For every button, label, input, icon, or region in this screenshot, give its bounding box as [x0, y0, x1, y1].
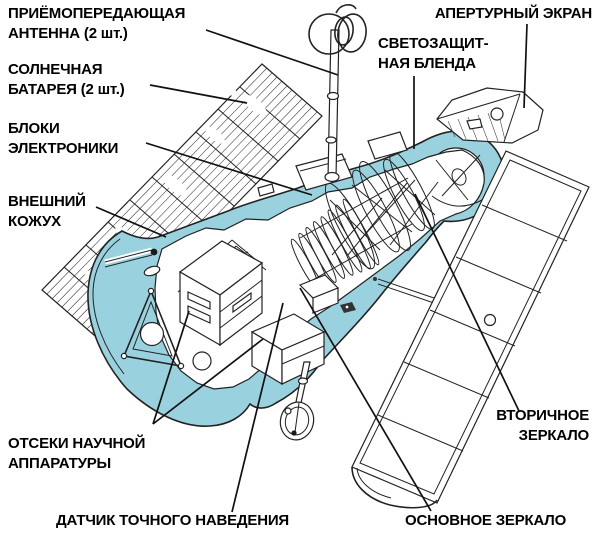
science-instrument-boxes [178, 240, 340, 386]
secondary-mirror-baffle [431, 154, 483, 207]
baffle-rings [324, 150, 435, 270]
equipment-bay-doors [257, 131, 408, 197]
label-transceiver-antenna: ПРИЁМОПЕРЕДАЮЩАЯ АНТЕННА (2 шт.) [8, 4, 185, 43]
right-solar-panel [351, 150, 590, 509]
panel-support-rod [377, 278, 435, 304]
label-line: БЛОКИ [8, 120, 60, 137]
cutaway-interior [104, 131, 485, 390]
leader-fine-guidance-sensor [231, 302, 284, 513]
door-hole [490, 107, 504, 121]
label-line: АППАРАТУРЫ [8, 454, 111, 472]
label-secondary-mirror: ВТОРИЧНОЕ ЗЕРКАЛО [496, 406, 589, 445]
label-line: ПРИЁМОПЕРЕДАЮЩАЯ [8, 5, 186, 22]
label-light-shield: СВЕТОЗАЩИТ- НАЯ БЛЕНДА [378, 34, 489, 73]
lower-band-fitting [340, 277, 377, 313]
label-line: ЭЛЕКТРОНИКИ [8, 139, 119, 157]
label-line: НАЯ БЛЕНДА [378, 54, 476, 72]
inner-tube-lines [299, 177, 413, 287]
label-line: ОСНОВНОЕ ЗЕРКАЛО [405, 512, 567, 529]
label-primary-mirror: ОСНОВНОЕ ЗЕРКАЛО [405, 511, 566, 531]
leader-secondary-mirror [414, 193, 520, 412]
label-aperture-screen: АПЕРТУРНЫЙ ЭКРАН [435, 4, 592, 24]
label-line: ВТОРИЧНОЕ [496, 407, 589, 424]
internal-truss [329, 169, 439, 256]
label-solar-array: СОЛНЕЧНАЯ БАТАРЕЯ (2 шт.) [8, 60, 125, 99]
label-line: АНТЕННА (2 шт.) [8, 24, 128, 42]
label-electronics-units: БЛОКИ ЭЛЕКТРОНИКИ [8, 119, 118, 158]
label-line: ДАТЧИК ТОЧНОГО НАВЕДЕНИЯ [56, 512, 290, 529]
label-line: СОЛНЕЧНАЯ [8, 61, 103, 78]
panel-hinge [483, 313, 497, 327]
leader-outer-shell [95, 206, 167, 238]
label-science-instrument-bays: ОТСЕКИ НАУЧНОЙ АППАРАТУРЫ [8, 434, 145, 473]
transceiver-antenna-bottom [279, 361, 315, 441]
leader-primary-mirror [299, 287, 432, 512]
label-line: КОЖУХ [8, 212, 61, 230]
leader-aperture-screen [523, 23, 528, 109]
leader-lines [95, 23, 528, 513]
leader-science-bays-2 [152, 338, 264, 425]
leader-science-bays-1 [152, 310, 190, 425]
label-line: СВЕТОЗАЩИТ- [378, 35, 489, 52]
aft-fittings [104, 247, 212, 371]
aperture-door [436, 87, 544, 144]
label-line: БАТАРЕЯ (2 шт.) [8, 80, 125, 98]
label-outer-shell: ВНЕШНИЙ КОЖУХ [8, 192, 86, 231]
label-line: ОТСЕКИ НАУЧНОЙ [8, 435, 146, 452]
transceiver-antenna-top [308, 4, 367, 183]
panel-cross-lines [377, 204, 568, 452]
label-fine-guidance-sensor: ДАТЧИК ТОЧНОГО НАВЕДЕНИЯ [56, 511, 289, 531]
leader-solar-array [149, 84, 248, 104]
label-line: АПЕРТУРНЫЙ ЭКРАН [434, 5, 592, 22]
label-line: ВНЕШНИЙ [8, 193, 86, 210]
leader-electronics-units [145, 142, 313, 196]
leader-transceiver-antenna [205, 29, 339, 76]
antenna-loop [308, 4, 367, 55]
label-line: ЗЕРКАЛО [518, 426, 590, 444]
